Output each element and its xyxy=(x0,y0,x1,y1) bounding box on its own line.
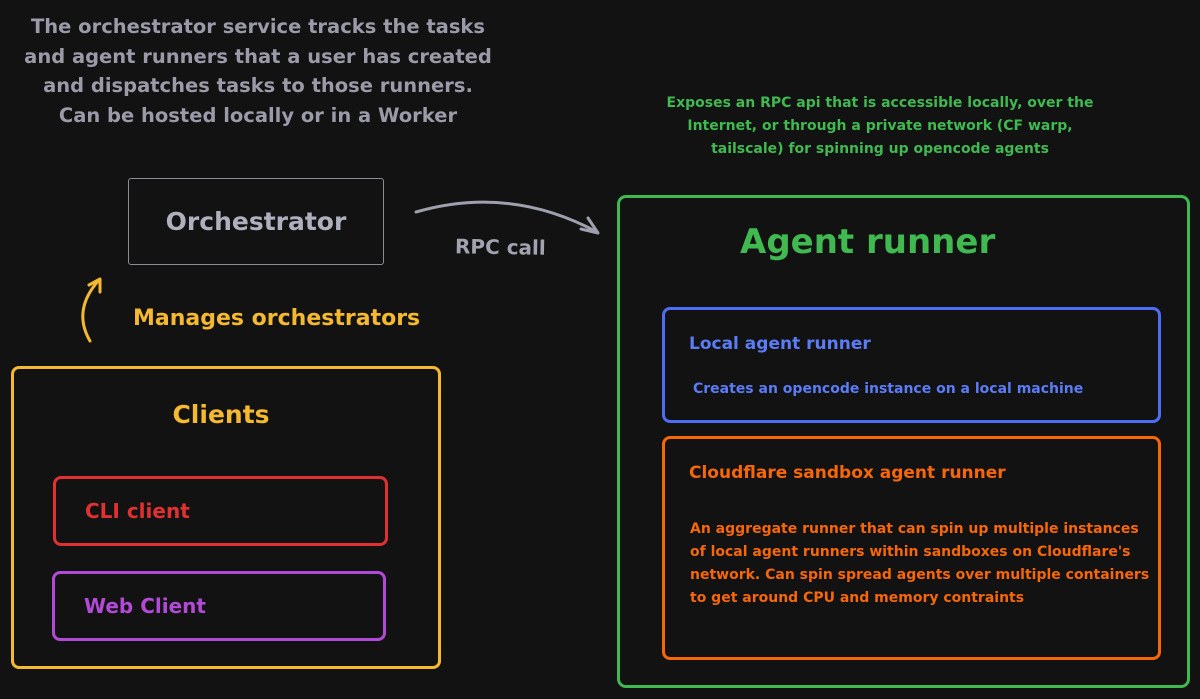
orchestrator-label: Orchestrator xyxy=(165,207,347,236)
clients-title: Clients xyxy=(172,400,270,429)
local-agent-runner-title: Local agent runner xyxy=(689,334,871,354)
manages-arrow xyxy=(81,277,102,343)
manages-orchestrators-label: Manages orchestrators xyxy=(133,306,421,331)
agent-runner-title: Agent runner xyxy=(740,222,996,262)
agent-runner-group xyxy=(617,195,1190,688)
web-client-label: Web Client xyxy=(84,594,206,618)
cli-client-label: CLI client xyxy=(85,499,190,523)
clients-group xyxy=(11,366,441,669)
cli-client-node: CLI client xyxy=(53,476,388,546)
orchestrator-node: Orchestrator xyxy=(128,178,384,265)
orchestrator-description: The orchestrator service tracks the task… xyxy=(24,15,492,127)
rpc-arrow xyxy=(414,200,600,235)
web-client-node: Web Client xyxy=(52,571,386,641)
cloudflare-agent-runner-description: An aggregate runner that can spin up mul… xyxy=(690,521,1150,606)
local-agent-runner-node xyxy=(662,307,1161,423)
local-agent-runner-description: Creates an opencode instance on a local … xyxy=(693,381,1084,397)
agent-runner-description: Exposes an RPC api that is accessible lo… xyxy=(666,95,1094,157)
cloudflare-agent-runner-title: Cloudflare sandbox agent runner xyxy=(689,463,1006,483)
cloudflare-agent-runner-node xyxy=(662,436,1161,660)
